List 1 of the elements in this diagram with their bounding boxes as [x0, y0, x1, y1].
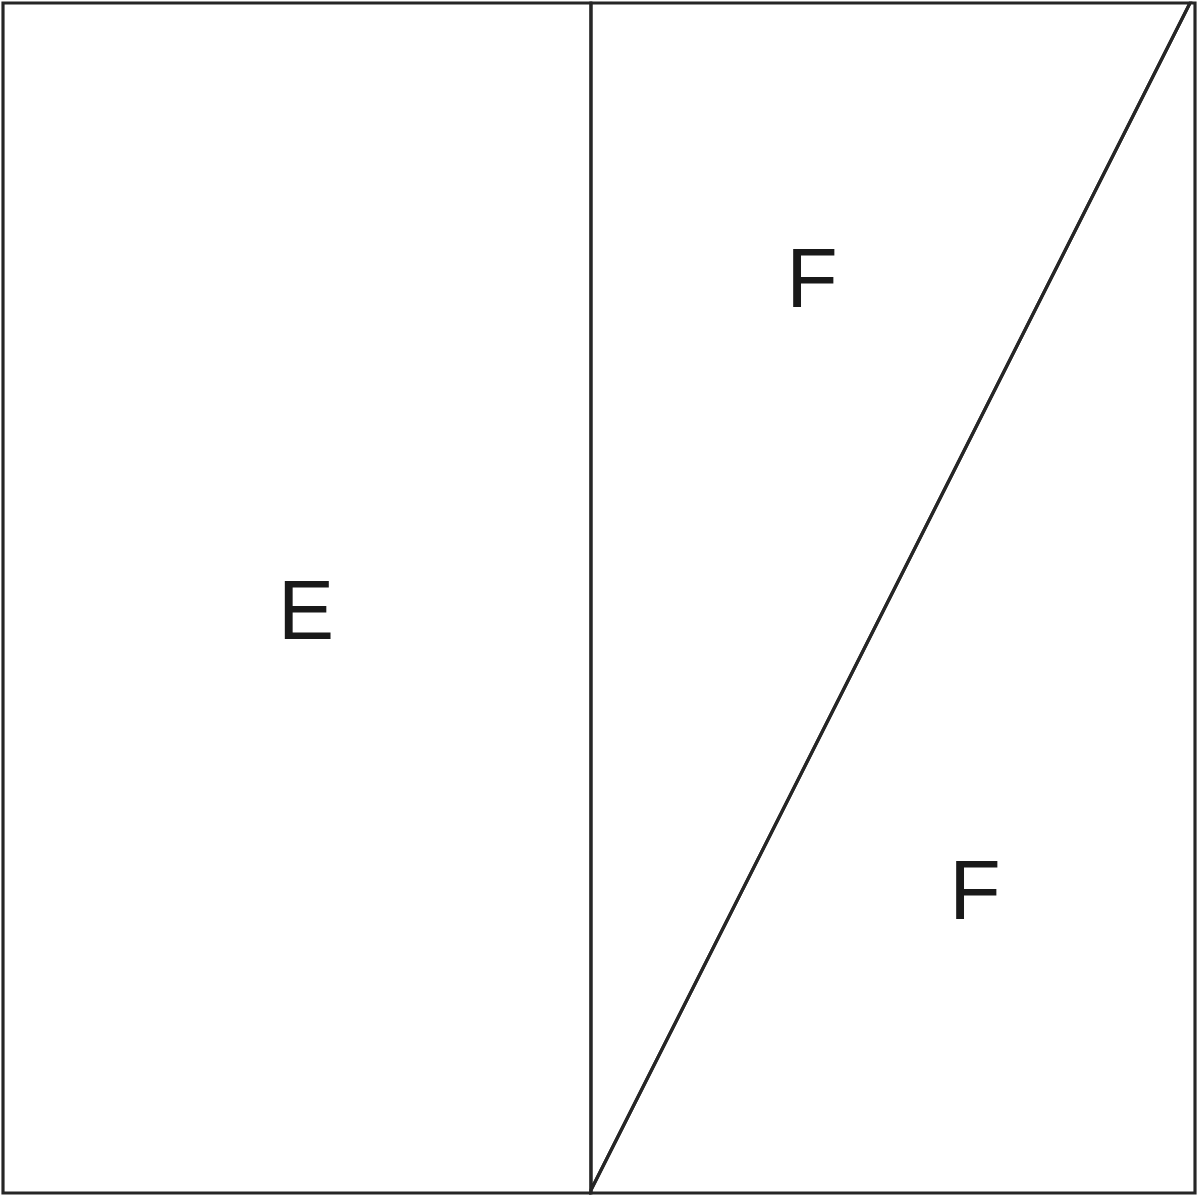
rectangle-region: E [1, 1, 593, 1195]
